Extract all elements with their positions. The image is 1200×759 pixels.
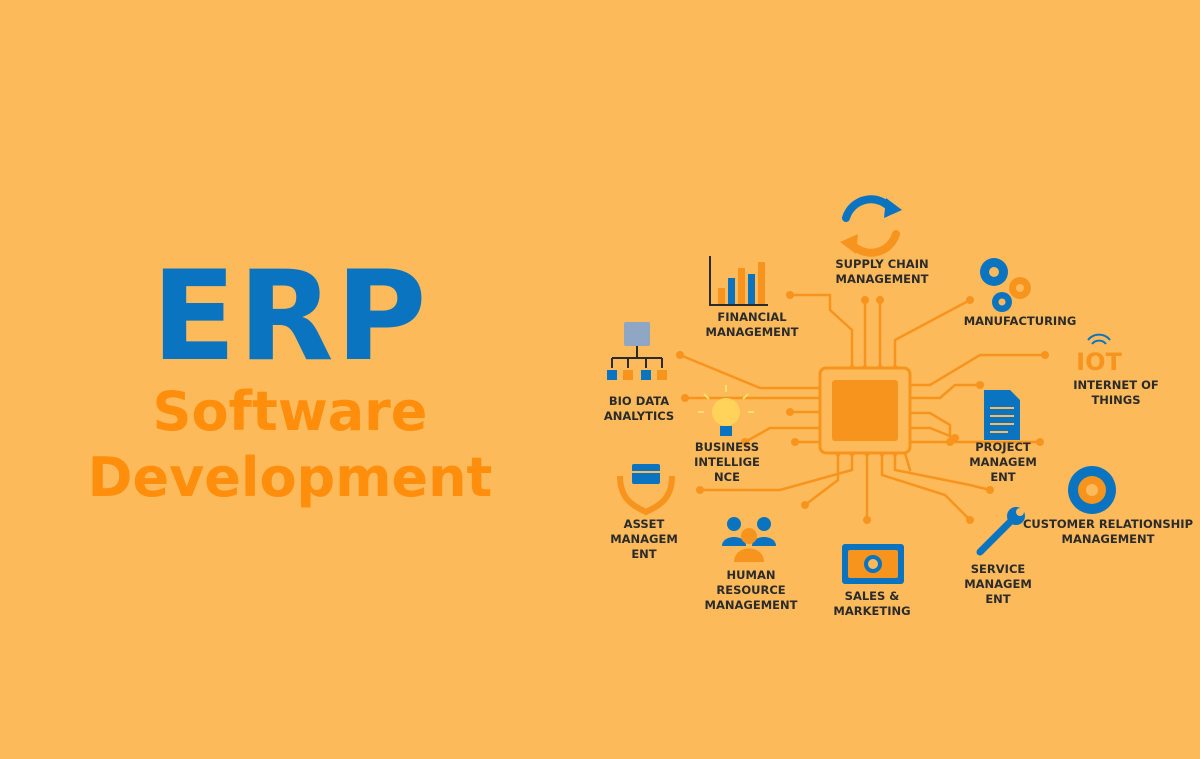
label-asset: ASSET MANAGEM ENT (610, 517, 678, 561)
lightbulb-icon (698, 385, 754, 436)
gears-icon (980, 258, 1031, 312)
label-financial: FINANCIAL MANAGEMENT (705, 310, 799, 339)
label-business-intelligence: BUSINESS INTELLIGE NCE (694, 440, 760, 484)
subtitle-development: Development (87, 446, 493, 509)
document-icon (984, 390, 1020, 440)
label-project: PROJECT MANAGEM ENT (969, 440, 1037, 484)
label-human-resource: HUMAN RESOURCE MANAGEMENT (704, 568, 798, 612)
headline: ERP Software Development (60, 255, 520, 511)
money-bill-icon (842, 544, 904, 584)
circuit-lines: IOT (607, 195, 1122, 584)
central-chip-icon (818, 366, 912, 455)
iot-icon-text: IOT (1076, 348, 1122, 376)
bar-chart-icon (709, 256, 768, 306)
erp-modules-diagram: IOT SUPPLY CHAIN MANAGEMENT FINANCIAL MA… (580, 180, 1200, 640)
subtitle-software: Software (152, 380, 428, 443)
label-supply-chain: SUPPLY CHAIN MANAGEMENT (835, 257, 929, 286)
label-sales: SALES & MARKETING (833, 589, 911, 618)
label-service: SERVICE MANAGEM ENT (964, 562, 1032, 606)
crm-gear-icon (1068, 466, 1116, 514)
data-network-icon (607, 322, 667, 380)
iot-icon: IOT (1076, 333, 1122, 376)
label-bio-data: BIO DATA ANALYTICS (603, 394, 675, 423)
wrench-icon (976, 507, 1025, 556)
label-iot: INTERNET OF THINGS (1073, 378, 1159, 407)
hands-holding-icon (617, 464, 675, 516)
erp-title: ERP (151, 245, 429, 389)
people-icon (722, 517, 776, 562)
refresh-arrows-icon (840, 195, 902, 257)
label-manufacturing: MANUFACTURING (963, 314, 1077, 328)
label-crm: CUSTOMER RELATIONSHIP MANAGEMENT (1022, 517, 1194, 546)
